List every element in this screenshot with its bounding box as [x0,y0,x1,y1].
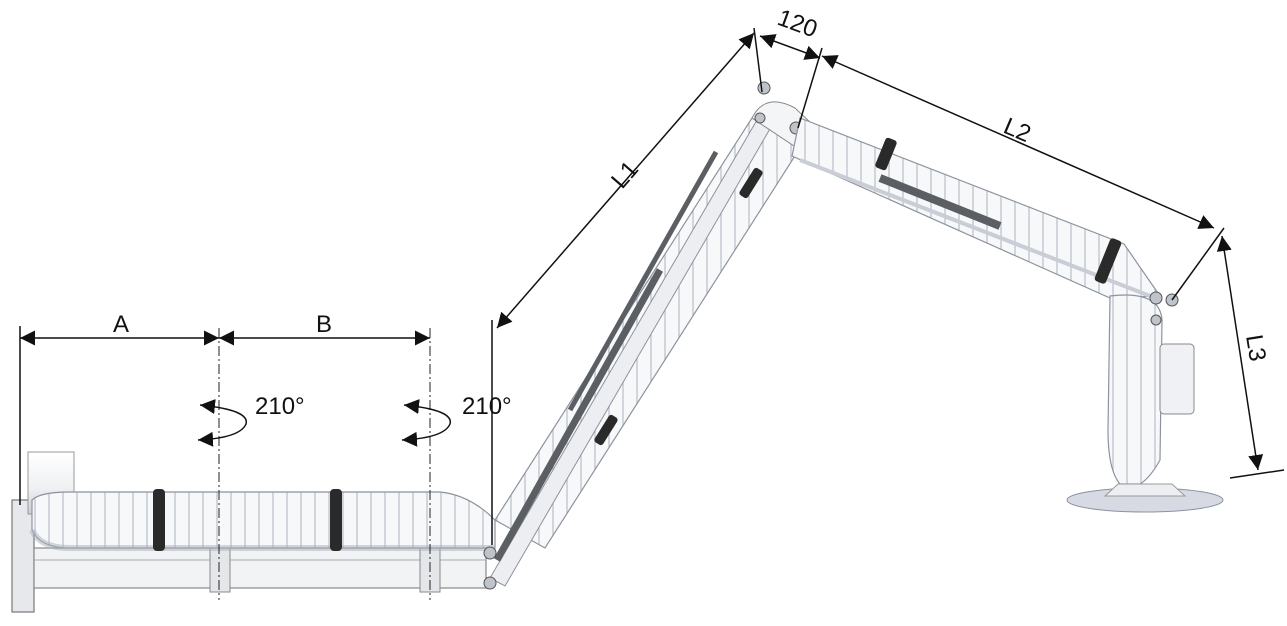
label-l1: L1 [606,156,644,194]
dim-line-120 [759,34,821,60]
lower-pivot [483,546,497,590]
label-120: 120 [774,4,821,43]
dim-line-l1 [496,32,755,329]
dim-extension-120-right [797,47,823,129]
rotation-axes [218,328,431,600]
label-l3: L3 [1240,333,1271,364]
duct-strap-1 [153,489,165,551]
rotation-arrow-1 [197,399,247,447]
duct-strap-2 [330,489,342,551]
wall-bracket [11,499,487,613]
suction-hood [1066,483,1224,513]
label-a: A [113,311,129,338]
rotation-arrow-2 [401,399,451,447]
label-rotation-2: 210° [462,393,512,420]
arm-section-l1 [489,107,801,587]
arm-section-l2 [791,117,1162,299]
arm-section-l3 [1107,291,1195,485]
dim-extension-l3-bottom [1229,469,1285,479]
label-b: B [316,311,332,338]
label-l2: L2 [1000,113,1035,148]
dim-line-l3 [1216,235,1264,471]
dim-extension-120-left [753,27,763,93]
label-rotation-1: 210° [255,393,305,420]
dim-extension-l2-end [1171,227,1225,301]
horizontal-duct [29,491,496,552]
dim-line-l2 [821,55,1215,229]
